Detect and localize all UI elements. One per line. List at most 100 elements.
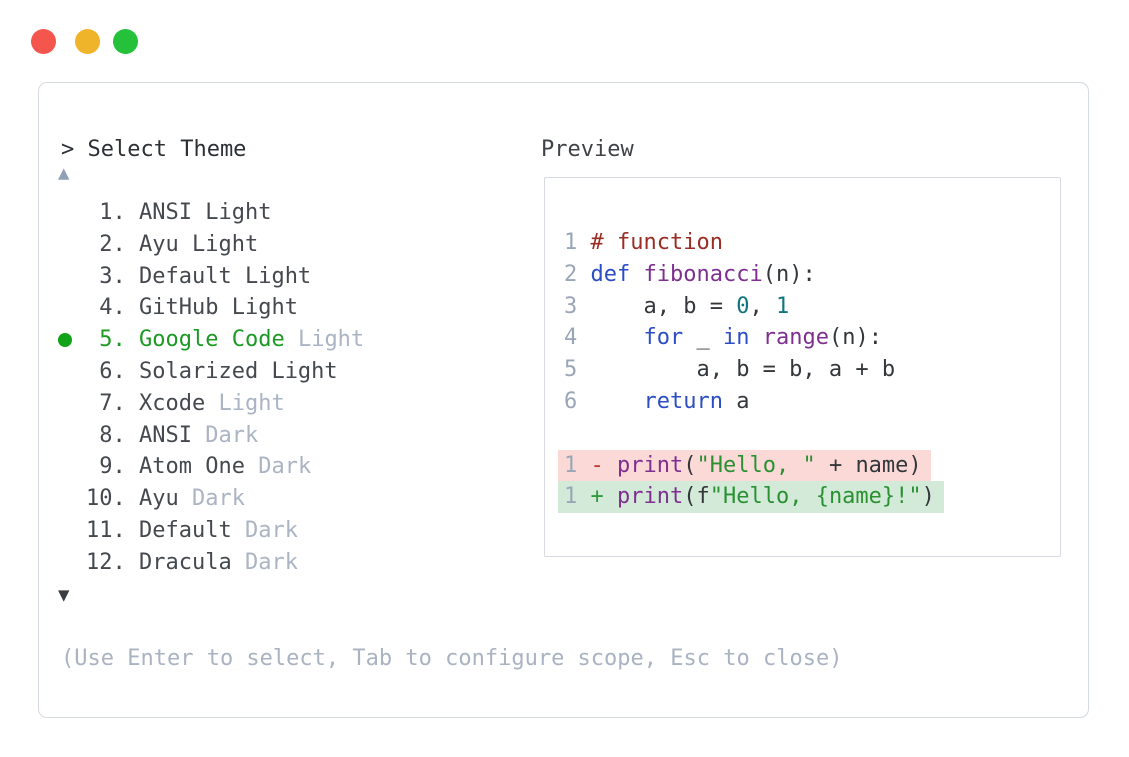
theme-item-label: Default Light [125,263,312,289]
code-token: a, b = [590,293,737,319]
theme-item-label: GitHub Light [125,295,298,321]
theme-item[interactable]: 10. Ayu Dark [86,483,364,515]
theme-item-label: Solarized Light [125,358,338,384]
code-token: ) [921,484,935,510]
code-token: print [617,484,684,510]
theme-item[interactable]: 12. Dracula Dark [86,547,364,579]
theme-item-number: 6. [86,358,126,384]
code-line: 6 return a [564,386,1060,418]
line-number: 5 [564,357,591,383]
code-token: + name) [815,452,922,478]
code-token: return [643,388,723,414]
code-line: 1 - print("Hello, " + name) [558,449,1060,482]
theme-prompt: > Select Theme [61,137,247,162]
theme-item[interactable]: 6. Solarized Light [86,356,364,388]
theme-item-label: Atom One [125,454,245,480]
theme-item-label: Dark [178,486,245,512]
code-token [591,389,644,414]
theme-item[interactable]: 8. ANSI Dark [86,420,364,452]
theme-item[interactable]: 5. Google Code Light [58,324,365,356]
theme-item[interactable]: 9. Atom One Dark [86,451,364,483]
line-number: 1 [564,230,591,255]
code-token [749,325,762,350]
line-number: 2 [564,261,591,287]
theme-item[interactable]: 11. Default Dark [86,515,364,547]
code-token: a [722,388,750,414]
scroll-up-icon[interactable]: ▲ [58,162,70,184]
theme-item-label: Google Code [125,327,285,353]
code-token: 1 [775,293,790,319]
theme-item-number: 10. [86,486,126,512]
theme-item-number: 12. [86,549,126,575]
theme-item-label: Dark [191,422,259,448]
theme-item[interactable]: 2. Ayu Light [86,229,364,261]
code-line: 5 a, b = b, a + b [564,354,1060,386]
theme-item[interactable]: 4. GitHub Light [86,292,364,324]
line-number: 1 [564,452,591,478]
code-token: (f [683,484,710,510]
code-token: a, b = b, a + b [590,357,896,383]
theme-item-label: Default [125,517,232,543]
theme-item-number: 3. [86,263,126,289]
code-token: fibonacci [643,261,763,287]
preview-label: Preview [541,137,634,162]
code-line: 4 for _ in range(n): [564,322,1060,354]
code-line [564,418,1060,450]
theme-item-label: Light [284,327,365,353]
code-token: "Hello, {name}!" [709,484,922,510]
traffic-light-close-button[interactable] [31,29,56,54]
code-token: range [762,325,829,351]
scroll-down-icon[interactable]: ▼ [58,584,70,606]
code-token: # function [590,230,723,255]
code-token [591,325,644,350]
code-token: in [722,325,750,351]
theme-item-number: 1. [86,200,126,225]
theme-list: 1. ANSI Light 2. Ayu Light 3. Default Li… [58,197,365,579]
theme-item-label: Ayu Light [125,231,259,257]
code-token: def [590,261,631,287]
code-token: , [749,293,776,319]
code-line: 2 def fibonacci(n): [564,259,1060,291]
theme-item-label: Ayu [125,486,179,512]
theme-item-label: Xcode [125,390,206,416]
theme-item-number: 5. [86,327,126,353]
theme-item-label: Dracula [125,549,232,575]
code-line: 1 # function [564,227,1060,259]
theme-item[interactable]: 3. Default Light [86,261,364,293]
theme-item-number: 8. [86,422,126,448]
code-token: for [643,325,684,351]
theme-item-label: ANSI Light [125,200,272,225]
code-token: print [617,452,684,478]
theme-item-number: 11. [86,517,126,543]
code-token: _ [683,325,723,351]
line-number: 4 [564,325,591,351]
theme-item[interactable]: 7. Xcode Light [86,388,364,420]
code-token: - [590,452,617,478]
traffic-light-minimize-button[interactable] [75,29,100,54]
theme-item-label: Dark [231,517,298,543]
theme-item-number: 4. [86,295,126,321]
theme-item-number: 7. [86,390,126,416]
code-token: + [590,484,617,510]
line-number: 1 [564,484,591,510]
code-token: "Hello, " [696,452,816,478]
code-token: ( [683,452,697,478]
line-number: 3 [564,293,591,319]
theme-picker-panel: > Select Theme Preview ▲ 1. ANSI Light 2… [38,82,1089,718]
code-token: 0 [736,293,750,319]
theme-item-number: 2. [86,231,126,257]
theme-item[interactable]: 1. ANSI Light [86,197,364,229]
theme-item-label: Light [205,390,285,416]
code-token: (n): [828,325,882,351]
code-line: 3 a, b = 0, 1 [564,291,1060,323]
traffic-light-zoom-button[interactable] [113,29,138,54]
selected-indicator-icon [58,333,72,348]
help-text: (Use Enter to select, Tab to configure s… [61,646,843,671]
code-line: 1 + print(f"Hello, {name}!") [558,481,1060,514]
theme-item-label: Dark [244,454,312,480]
code-token: (n): [762,261,816,287]
theme-item-label: Dark [231,549,298,575]
theme-item-number: 9. [86,454,126,480]
